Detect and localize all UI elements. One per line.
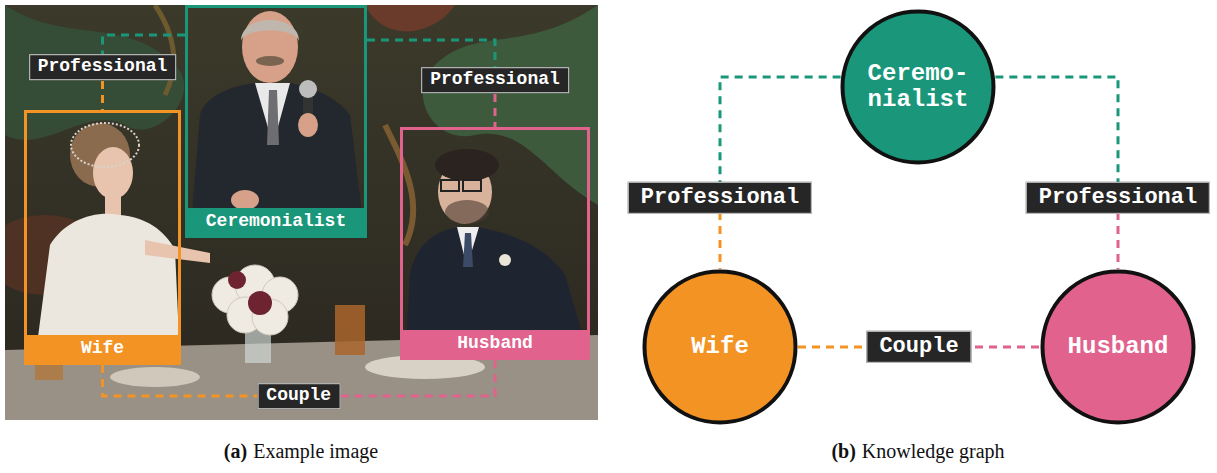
- ceremonialist-hand: [298, 113, 318, 137]
- node-label: Wife: [81, 338, 124, 359]
- relation-connector: [798, 347, 1040, 348]
- relation-label: Professional: [421, 67, 569, 93]
- ceremonialist-tie: [267, 90, 279, 145]
- entity-circle: Ceremo- nialist: [840, 9, 996, 165]
- stained-glass: [423, 5, 598, 205]
- label-band: Ceremonialist: [188, 208, 364, 235]
- connector-segment: [103, 365, 299, 396]
- plate: [110, 367, 200, 387]
- circle-text-holder: Wife: [642, 269, 798, 425]
- connector-segment: [299, 360, 495, 396]
- label-band: Husband: [403, 330, 587, 357]
- ceremonialist-hand: [231, 190, 259, 210]
- wife-veil: [71, 123, 139, 167]
- node-label: Husband: [1068, 334, 1169, 360]
- circle-text-holder: Ceremo- nialist: [840, 9, 996, 165]
- ceremonialist-hair: [241, 20, 299, 41]
- boutonniere: [499, 254, 511, 266]
- subfigure-tag: (b): [831, 440, 855, 462]
- flower: [228, 271, 246, 289]
- subfigure-title: Knowledge graph: [862, 440, 1005, 462]
- wife-neck: [105, 195, 121, 217]
- circle-shape: [1040, 269, 1196, 425]
- relation-connector: [103, 35, 186, 110]
- stained-glass-lead: [385, 125, 413, 245]
- connector-segment: [1117, 198, 1120, 269]
- microphone-head: [299, 80, 317, 98]
- relation-label: Professional: [29, 54, 177, 80]
- relation-label: Professional: [1026, 182, 1210, 214]
- wife-face: [93, 147, 133, 199]
- connector-segment: [494, 80, 497, 127]
- connector-segment: [720, 77, 841, 198]
- node-label: Ceremo- nialist: [858, 61, 978, 114]
- photo-background: [5, 5, 598, 420]
- husband-glasses: [441, 180, 459, 191]
- flower: [248, 291, 272, 315]
- subfigure-caption: (b) Knowledge graph: [831, 440, 1004, 463]
- stained-glass: [5, 5, 184, 140]
- circle-outline: [1043, 272, 1194, 423]
- husband-jacket: [405, 227, 590, 360]
- connector-segment: [719, 198, 722, 269]
- wedding-photo: [5, 5, 598, 420]
- husband-hair: [435, 149, 499, 181]
- ceremonialist-head: [242, 11, 298, 83]
- connector-segment: [995, 77, 1118, 198]
- connector-segment: [103, 35, 186, 67]
- relation-label: Couple: [257, 383, 340, 409]
- relation-label: Couple: [866, 331, 971, 363]
- relation-connector: [103, 360, 496, 396]
- connector-segment: [798, 346, 919, 349]
- person-box: Ceremonialist: [185, 5, 367, 238]
- husband-glasses: [463, 180, 481, 191]
- node-label: Wife: [691, 334, 749, 360]
- connector-segment: [367, 40, 495, 80]
- beer-glass: [35, 335, 63, 380]
- stained-glass-lead: [155, 5, 174, 95]
- relation-connector: [367, 40, 495, 127]
- entity-circle: Husband: [1040, 269, 1196, 425]
- person-box: Wife: [24, 110, 181, 365]
- node-label: Husband: [457, 333, 533, 354]
- husband-tie: [463, 233, 473, 267]
- beer-glass: [335, 305, 365, 355]
- ceremonialist-shirt: [255, 83, 290, 145]
- subfigure-title: Example image: [253, 440, 378, 462]
- circle-outline: [645, 272, 796, 423]
- ceremonialist-jacket: [190, 83, 365, 238]
- person-box: Husband: [400, 127, 590, 360]
- circle-text-holder: Husband: [1040, 269, 1196, 425]
- wife-arm: [145, 240, 210, 263]
- entity-circle: Wife: [642, 269, 798, 425]
- connector-segment: [919, 346, 1040, 349]
- relation-label: Professional: [628, 182, 812, 214]
- label-band: Wife: [27, 335, 178, 362]
- subfigure-caption: (a) Example image: [224, 440, 378, 463]
- ceremonialist-mustache: [256, 56, 284, 66]
- circle-outline: [843, 12, 994, 163]
- circle-shape: [642, 269, 798, 425]
- subfigure-tag: (a): [224, 440, 247, 462]
- stained-glass: [365, 5, 455, 31]
- connector-segment: [101, 67, 104, 110]
- relation-connector: [995, 77, 1118, 269]
- circle-shape: [840, 9, 996, 165]
- husband-beard: [445, 200, 489, 224]
- relation-connector: [720, 77, 841, 269]
- husband-shirt: [457, 227, 479, 267]
- node-label: Ceremonialist: [206, 211, 346, 232]
